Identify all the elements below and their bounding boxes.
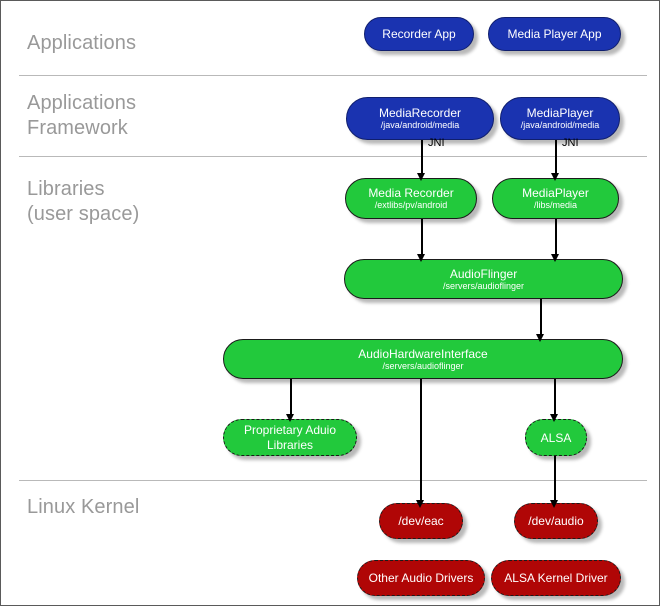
node-mediaplayer-framework[interactable]: MediaPlayer /java/android/media: [500, 97, 620, 140]
node-title: MediaRecorder: [378, 106, 462, 120]
arrowhead-ahi-dev-eac: [416, 500, 424, 508]
divider-libraries: [19, 480, 647, 481]
connector-ahi-dev-eac: [420, 379, 422, 503]
connector-audioflinger-audiohardwareinterface: [540, 299, 542, 337]
arrowhead-ahi-proprietary: [286, 414, 294, 422]
connector-mediarecorder-jni: [421, 140, 423, 175]
node-subtitle: /servers/audioflinger: [442, 280, 525, 291]
node-title: ALSA Kernel Driver: [504, 571, 608, 585]
node-title: Proprietary Aduio Libraries: [243, 422, 337, 452]
node-media-player-app[interactable]: Media Player App: [488, 17, 621, 51]
node-subtitle: /libs/media: [533, 200, 578, 210]
node-title: /dev/audio: [528, 514, 584, 528]
node-subtitle: /extlibs/pv/android: [374, 200, 448, 210]
node-mediaplayer-lib[interactable]: MediaPlayer /libs/media: [492, 178, 619, 219]
layer-label-applications: Applications: [27, 32, 137, 54]
node-title: MediaPlayer: [526, 106, 594, 120]
node-title: Recorder App: [382, 27, 456, 41]
arrowhead-mediarecorder-audioflinger: [417, 254, 425, 262]
node-title: Media Player App: [507, 27, 602, 41]
node-audiohardwareinterface[interactable]: AudioHardwareInterface /servers/audiofli…: [223, 339, 623, 379]
layer-label-linux-kernel: Linux Kernel: [27, 496, 140, 518]
node-alsa-kernel-driver[interactable]: ALSA Kernel Driver: [491, 560, 621, 596]
layer-label-applications-framework: Applications Framework: [27, 92, 137, 139]
node-title: Other Audio Drivers: [368, 571, 474, 585]
node-proprietary-audio-libs[interactable]: Proprietary Aduio Libraries: [223, 419, 357, 456]
node-media-recorder-lib[interactable]: Media Recorder /extlibs/pv/android: [345, 178, 477, 219]
connector-ahi-alsa: [554, 379, 556, 417]
node-mediarecorder-framework[interactable]: MediaRecorder /java/android/media: [346, 97, 494, 140]
arrowhead-mediaplayer-audioflinger: [551, 254, 559, 262]
arrowhead-audioflinger-audiohardwareinterface: [536, 334, 544, 342]
node-title: ALSA: [540, 430, 572, 445]
node-dev-eac[interactable]: /dev/eac: [379, 503, 463, 539]
node-subtitle: /java/android/media: [520, 120, 600, 130]
arrowhead-ahi-alsa: [550, 414, 558, 422]
layer-label-libraries: Libraries (user space): [27, 178, 140, 225]
connector-alsa-dev-audio: [554, 456, 556, 503]
edge-label-jni-player: JNI: [562, 137, 579, 149]
edge-label-jni-recorder: JNI: [428, 137, 445, 149]
node-other-audio-drivers[interactable]: Other Audio Drivers: [357, 560, 485, 596]
node-title: MediaPlayer: [522, 186, 589, 200]
node-subtitle: /servers/audioflinger: [382, 360, 464, 371]
node-title: AudioFlinger: [449, 266, 518, 281]
arrowhead-alsa-dev-audio: [550, 500, 558, 508]
arrowhead-mediaplayer-jni: [551, 173, 559, 181]
node-recorder-app[interactable]: Recorder App: [364, 17, 474, 51]
node-title: /dev/eac: [398, 514, 444, 528]
connector-mediaplayer-audioflinger: [555, 219, 557, 257]
connector-ahi-proprietary: [290, 379, 292, 417]
node-alsa[interactable]: ALSA: [525, 419, 587, 456]
node-subtitle: /java/android/media: [380, 120, 460, 130]
node-dev-audio[interactable]: /dev/audio: [514, 503, 598, 539]
node-title: Media Recorder: [368, 186, 454, 200]
node-title: AudioHardwareInterface: [358, 346, 488, 361]
connector-mediarecorder-audioflinger: [421, 219, 423, 257]
divider-applications: [19, 75, 647, 76]
node-audioflinger[interactable]: AudioFlinger /servers/audioflinger: [344, 259, 623, 299]
arrowhead-mediarecorder-jni: [417, 173, 425, 181]
divider-applications-framework: [19, 156, 647, 157]
connector-mediaplayer-jni: [555, 140, 557, 175]
